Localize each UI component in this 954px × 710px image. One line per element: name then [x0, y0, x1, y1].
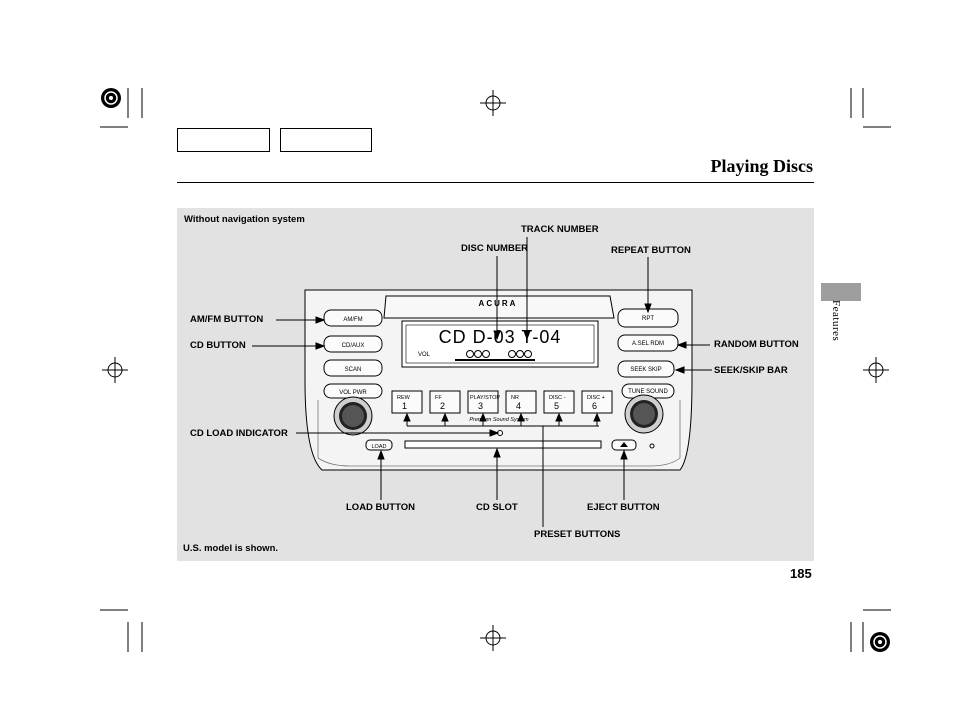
caption-bottom: U.S. model is shown.	[183, 543, 279, 554]
lcd-disc-indicators	[466, 350, 532, 358]
preset-button-row	[391, 390, 613, 414]
label-disc-number: DISC NUMBER	[461, 243, 529, 254]
section-label: Features	[830, 300, 842, 342]
preset-2-top: FF	[435, 395, 442, 401]
title-rule	[177, 182, 814, 183]
preset-6-top: DISC +	[587, 395, 605, 401]
brand-text: ACURA	[479, 299, 518, 308]
page-number: 185	[790, 566, 812, 581]
cdaux-label: CD/AUX	[342, 343, 365, 349]
label-cd-load-indicator: CD LOAD INDICATOR	[190, 428, 288, 439]
preset-3-top: PLAY/STOP	[470, 395, 500, 401]
load-button	[365, 439, 393, 451]
label-cd-button: CD BUTTON	[190, 340, 246, 351]
preset-5-num: 5	[554, 401, 559, 411]
tune-label: TUNE SOUND	[628, 389, 668, 395]
seek-label: SEEK SKIP	[630, 367, 661, 373]
preset-1-num: 1	[402, 401, 407, 411]
display-housing	[383, 295, 615, 319]
asel-label: A.SEL RDM	[632, 341, 664, 347]
volume-knob	[333, 396, 373, 436]
vol-label: VOL PWR	[339, 390, 367, 396]
lcd-vol: VOL	[418, 352, 431, 358]
preset-3-num: 3	[478, 401, 483, 411]
rpt-label: RPT	[642, 316, 654, 322]
page-title: Playing Discs	[710, 156, 813, 176]
preset-1-top: REW	[397, 395, 411, 401]
section-tab	[821, 283, 861, 301]
cd-slot	[404, 440, 602, 449]
label-am-fm-button: AM/FM BUTTON	[190, 314, 264, 325]
label-seek-skip-bar: SEEK/SKIP BAR	[714, 365, 788, 376]
label-repeat-button: REPEAT BUTTON	[611, 245, 691, 256]
preset-4-top: NR	[511, 395, 519, 401]
lcd-text: CD D-03 T-04	[439, 327, 562, 347]
label-preset-buttons: PRESET BUTTONS	[534, 529, 621, 540]
nav-box-2[interactable]	[280, 128, 372, 152]
premium-text: Premium Sound System	[469, 417, 529, 423]
preset-5-top: DISC -	[549, 395, 566, 401]
tune-knob	[624, 394, 664, 434]
amfm-label: AM/FM	[343, 317, 362, 323]
caption-top: Without navigation system	[184, 214, 305, 225]
label-eject-button: EJECT BUTTON	[587, 502, 660, 513]
right-buttons	[617, 308, 679, 399]
label-load-button: LOAD BUTTON	[346, 502, 415, 513]
label-cd-slot: CD SLOT	[476, 502, 518, 513]
scan-label: SCAN	[345, 367, 362, 373]
nav-box-1[interactable]	[177, 128, 270, 152]
left-buttons	[323, 309, 383, 399]
preset-2-num: 2	[440, 401, 445, 411]
label-random-button: RANDOM BUTTON	[714, 339, 799, 350]
preset-6-num: 6	[592, 401, 597, 411]
load-label: LOAD	[372, 444, 387, 450]
preset-4-num: 4	[516, 401, 521, 411]
label-track-number: TRACK NUMBER	[521, 224, 599, 235]
callout-lines	[252, 237, 712, 527]
